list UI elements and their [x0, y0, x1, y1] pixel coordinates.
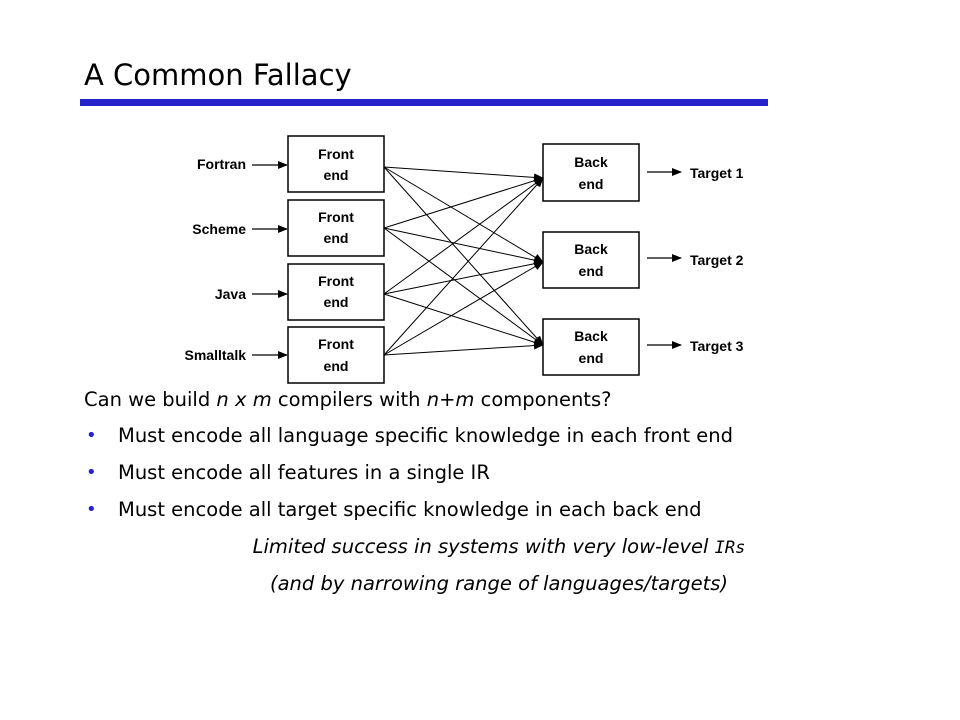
- conclusion-1-text: Limited success in systems with very low…: [252, 535, 715, 558]
- bullet-text-3: Must encode all target specific knowledg…: [118, 498, 702, 521]
- front-end-box-4: Front end: [287, 326, 385, 384]
- front-end-3-line1: Front: [318, 273, 354, 289]
- target-label-2: Target 2: [690, 252, 744, 268]
- back-end-3-line2: end: [579, 350, 604, 366]
- back-end-2-line1: Back: [574, 241, 608, 257]
- back-end-2-line2: end: [579, 263, 604, 279]
- target-label-3: Target 3: [690, 338, 744, 354]
- bullet-dot: •: [86, 425, 97, 446]
- back-end-box-1: Back end: [542, 143, 640, 202]
- slide-body: Can we build n x m compilers with n+m co…: [84, 383, 944, 602]
- front-end-4-line1: Front: [318, 336, 354, 352]
- bullet-text-2: Must encode all features in a single IR: [118, 461, 490, 484]
- back-end-1-line1: Back: [574, 154, 608, 170]
- bullet-dot: •: [86, 462, 97, 483]
- front-end-4-line2: end: [324, 358, 349, 374]
- question-npm: n+m: [426, 388, 475, 411]
- language-label-smalltalk: Smalltalk: [185, 347, 247, 363]
- front-end-1-line1: Front: [318, 146, 354, 162]
- question-suffix: components?: [474, 388, 612, 411]
- bullet-text-1: Must encode all language specific knowle…: [118, 424, 734, 447]
- conclusion-line-1: Limited success in systems with very low…: [84, 528, 944, 565]
- front-end-1-line2: end: [324, 167, 349, 183]
- title-underline: [80, 99, 768, 106]
- back-end-3-line1: Back: [574, 328, 608, 344]
- front-end-3-line2: end: [324, 294, 349, 310]
- bullet-dot: •: [86, 499, 97, 520]
- slide-title: A Common Fallacy: [84, 58, 352, 92]
- conclusion-1-irs: IRs: [714, 538, 746, 558]
- back-end-1-line2: end: [579, 176, 604, 192]
- question-middle: compilers with: [271, 388, 427, 411]
- front-end-box-3: Front end: [287, 263, 385, 321]
- front-end-box-1: Front end: [287, 135, 385, 193]
- front-end-box-2: Front end: [287, 199, 385, 257]
- language-label-scheme: Scheme: [192, 221, 246, 237]
- language-label-java: Java: [215, 286, 246, 302]
- front-end-2-line1: Front: [318, 209, 354, 225]
- bullet-item-1: • Must encode all language specific knowl…: [84, 417, 944, 454]
- language-label-fortran: Fortran: [197, 156, 246, 172]
- target-label-1: Target 1: [690, 165, 744, 181]
- bullet-item-3: • Must encode all target specific knowled…: [84, 491, 944, 528]
- connection-lines: [383, 166, 544, 356]
- question-line: Can we build n x m compilers with n+m co…: [84, 383, 944, 417]
- bullet-item-2: • Must encode all features in a single IR: [84, 454, 944, 491]
- question-nxm: n x m: [216, 388, 272, 411]
- front-end-2-line2: end: [324, 230, 349, 246]
- question-prefix: Can we build: [84, 388, 217, 411]
- back-end-box-3: Back end: [542, 318, 640, 376]
- back-end-box-2: Back end: [542, 231, 640, 289]
- conclusion-line-2: (and by narrowing range of languages/tar…: [270, 572, 728, 595]
